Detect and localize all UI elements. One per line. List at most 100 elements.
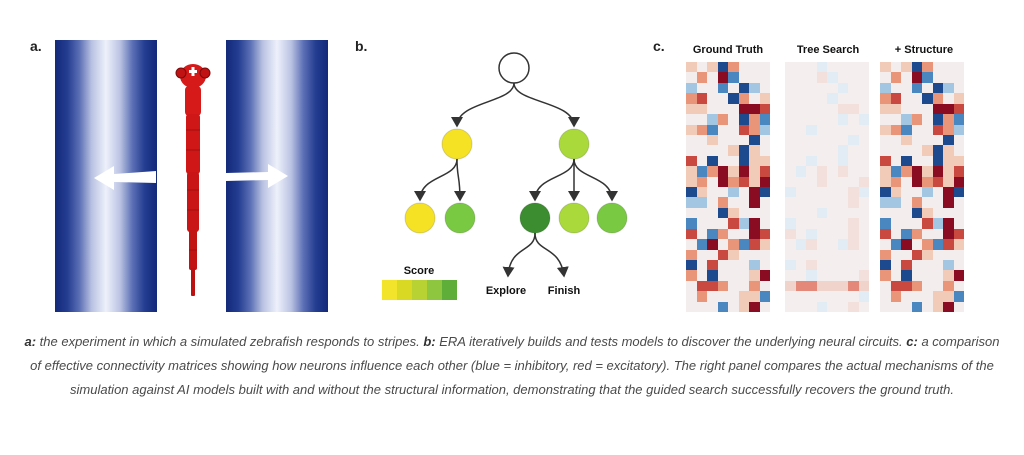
caption-a-label: a: [24, 334, 37, 349]
matrix-cell [785, 114, 796, 125]
matrix-cell [806, 134, 817, 146]
panel-c-label: c. [653, 38, 665, 54]
matrix-cell [759, 270, 770, 281]
matrix-cell [759, 124, 770, 135]
matrix-cell [837, 176, 848, 187]
matrix-cell [953, 259, 964, 271]
matrix-cell [953, 134, 964, 146]
matrix-cell [901, 187, 912, 198]
matrix-cell [717, 291, 728, 302]
matrix-cell [943, 176, 954, 187]
matrix-cell [806, 114, 817, 125]
matrix-cell [848, 301, 859, 312]
caption-b-text: ERA iteratively builds and tests models … [435, 334, 907, 349]
matrix-cell [943, 114, 954, 125]
matrix-cell [827, 249, 838, 260]
matrix-cell [728, 249, 739, 260]
matrix-cell [717, 166, 728, 177]
matrix-cell [901, 228, 912, 240]
matrix-cell [922, 176, 933, 187]
matrix-cell [901, 301, 912, 312]
matrix-cell [686, 187, 697, 198]
matrix-cell [827, 155, 838, 167]
matrix-cell [759, 280, 770, 292]
matrix-cell [953, 62, 964, 73]
matrix-cell [749, 259, 760, 271]
matrix-cell [686, 228, 697, 240]
matrix-cell [922, 166, 933, 177]
matrix-cell [858, 249, 869, 260]
matrix-cell [932, 197, 943, 208]
matrix-cell [848, 218, 859, 229]
matrix-cell [901, 145, 912, 156]
matrix-cell [749, 134, 760, 146]
matrix-cell [759, 82, 770, 94]
matrix-cell [717, 270, 728, 281]
matrix-cell [795, 197, 806, 208]
matrix-cell [717, 176, 728, 187]
matrix-cell [943, 72, 954, 83]
matrix-cell [686, 249, 697, 260]
matrix-cell [848, 176, 859, 187]
matrix-cell [932, 134, 943, 146]
tree-node [404, 202, 436, 234]
matrix-cell [932, 187, 943, 198]
tree-node [441, 128, 473, 160]
matrix-cell [759, 249, 770, 260]
tree-edge [414, 158, 458, 202]
matrix-cell [759, 187, 770, 198]
matrix-cell [837, 259, 848, 271]
matrix-cell [911, 134, 922, 146]
matrix-cell [816, 280, 827, 292]
matrix-cell [932, 301, 943, 312]
matrix-cell [858, 114, 869, 125]
matrix-cell [728, 259, 739, 271]
ground-truth-matrix [686, 62, 770, 312]
matrix-cell [738, 197, 749, 208]
matrix-cell [785, 62, 796, 73]
matrix-cell [911, 166, 922, 177]
matrix-cell [759, 155, 770, 167]
matrix-cell [953, 270, 964, 281]
matrix-cell [728, 124, 739, 135]
matrix-cell [686, 239, 697, 250]
matrix-cell [728, 207, 739, 219]
matrix-cell [717, 197, 728, 208]
matrix-cell [795, 218, 806, 229]
matrix-cell [880, 301, 891, 312]
matrix-cell [816, 124, 827, 135]
matrix-cell [806, 249, 817, 260]
matrix-cell [707, 103, 718, 115]
matrix-cell [827, 124, 838, 135]
matrix-cell [932, 249, 943, 260]
matrix-cell [943, 187, 954, 198]
matrix-cell [806, 228, 817, 240]
matrix-cell [785, 270, 796, 281]
matrix-cell [738, 207, 749, 219]
matrix-cell [816, 187, 827, 198]
matrix-cell [795, 72, 806, 83]
matrix-cell [785, 134, 796, 146]
matrix-cell [816, 249, 827, 260]
matrix-cell [827, 197, 838, 208]
matrix-cell [707, 176, 718, 187]
matrix-cell [806, 62, 817, 73]
matrix-cell [858, 145, 869, 156]
matrix-cell [696, 301, 707, 312]
matrix-cell [837, 291, 848, 302]
matrix-cell [785, 239, 796, 250]
matrix-cell [922, 280, 933, 292]
matrix-cell [953, 280, 964, 292]
structure-title: + Structure [894, 44, 954, 56]
matrix-cell [738, 249, 749, 260]
matrix-cell [827, 228, 838, 240]
matrix-cell [686, 145, 697, 156]
matrix-cell [759, 145, 770, 156]
matrix-cell [749, 166, 760, 177]
matrix-cell [880, 93, 891, 104]
tree-nodes [404, 52, 628, 234]
matrix-cell [911, 93, 922, 104]
matrix-cell [880, 228, 891, 240]
matrix-cell [858, 124, 869, 135]
matrix-cell [901, 197, 912, 208]
